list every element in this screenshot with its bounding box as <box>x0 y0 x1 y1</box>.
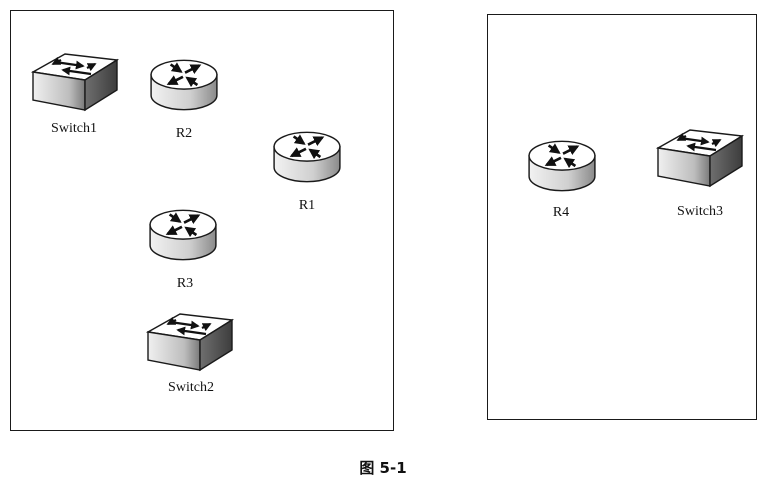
switch1-label: Switch1 <box>51 121 97 136</box>
r4-node[interactable] <box>526 137 598 195</box>
switch-icon <box>654 126 746 190</box>
r2-node[interactable] <box>148 56 220 114</box>
switch3-label: Switch3 <box>677 204 723 219</box>
right-area-frame <box>487 14 757 420</box>
r1-label: R1 <box>298 198 316 213</box>
r3-label: R3 <box>176 276 194 291</box>
r4-label: R4 <box>552 205 570 220</box>
switch3-node[interactable] <box>654 126 746 190</box>
switch1-node[interactable] <box>29 50 121 114</box>
router-icon <box>147 206 219 264</box>
router-icon <box>526 137 598 195</box>
r1-node[interactable] <box>271 128 343 186</box>
switch2-label: Switch2 <box>168 380 214 395</box>
r3-node[interactable] <box>147 206 219 264</box>
router-icon <box>148 56 220 114</box>
router-icon <box>271 128 343 186</box>
r2-label: R2 <box>175 126 193 141</box>
figure-caption: 图 5-1 <box>359 459 407 477</box>
switch-icon <box>29 50 121 114</box>
switch2-node[interactable] <box>144 310 236 374</box>
switch-icon <box>144 310 236 374</box>
